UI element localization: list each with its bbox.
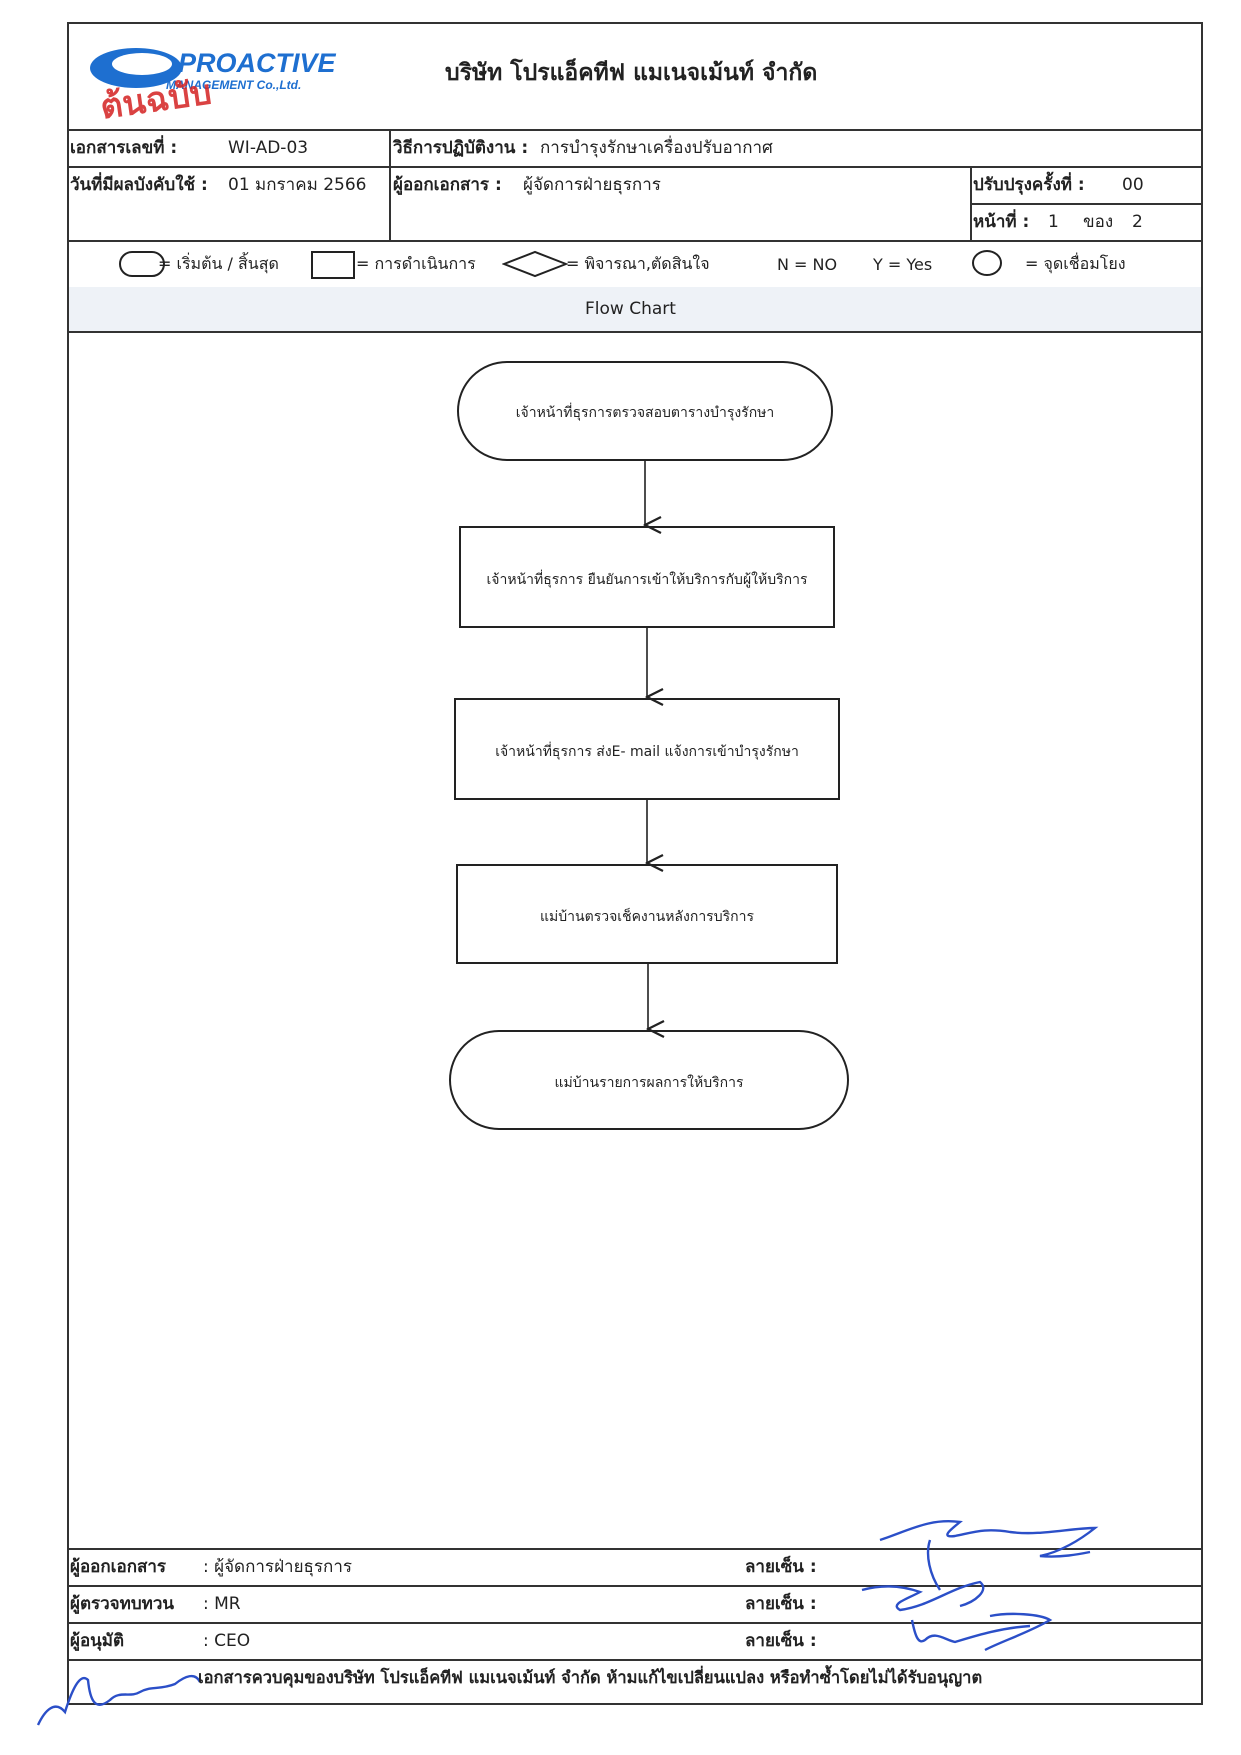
logo-subtext: MANAGEMENT Co.,Ltd. bbox=[166, 78, 302, 92]
page-label: หน้าที่ : bbox=[973, 212, 1030, 232]
legend-start-end: = เริ่มต้น / สิ้นสุด bbox=[158, 254, 279, 273]
sign-label: ลายเซ็น : bbox=[745, 1557, 817, 1577]
effective-date-label: วันที่มีผลบังคับใช้ : bbox=[70, 175, 208, 195]
logo-graphic bbox=[90, 48, 182, 88]
sign-issuer-value: : ผู้จัดการฝ่ายธุรการ bbox=[203, 1557, 353, 1577]
sign-approver-value: : CEO bbox=[203, 1631, 251, 1651]
flow-step-5-text: แม่บ้านรายการผลการให้บริการ bbox=[554, 1075, 744, 1091]
logo-swoosh bbox=[112, 53, 172, 75]
issuer-signature bbox=[879, 1520, 1099, 1558]
decision-shape bbox=[502, 250, 568, 278]
divider bbox=[67, 129, 1203, 131]
doc-no-value: WI-AD-03 bbox=[228, 138, 309, 158]
footer-notice: เอกสารควบคุมของบริษัท โปรแอ็คทีฟ แมเนจเม… bbox=[198, 1668, 983, 1687]
footer-initials-signature bbox=[36, 1674, 202, 1726]
sign-label: ลายเซ็น : bbox=[745, 1594, 817, 1614]
page-of-label: ของ bbox=[1083, 212, 1114, 232]
terminal-shape bbox=[119, 251, 165, 277]
connector-legend-icon bbox=[972, 250, 1002, 276]
sign-reviewer-label: ผู้ตรวจทบทวน bbox=[70, 1594, 175, 1614]
document-frame bbox=[67, 22, 1203, 1705]
decision-legend-icon bbox=[502, 250, 568, 278]
flow-step-2-text: เจ้าหน้าที่ธุรการ ยืนยันการเข้าให้บริการ… bbox=[486, 572, 808, 588]
procedure-label: วิธีการปฏิบัติงาน : bbox=[393, 138, 529, 158]
divider bbox=[67, 1622, 1203, 1624]
revision-label: ปรับปรุงครั้งที่ : bbox=[973, 175, 1085, 195]
logo-text: PROACTIVE bbox=[178, 48, 336, 78]
section-title: Flow Chart bbox=[585, 299, 676, 319]
procedure-value: การบำรุงรักษาเครื่องปรับอากาศ bbox=[540, 138, 773, 158]
divider bbox=[389, 129, 391, 240]
divider bbox=[970, 203, 1203, 205]
legend-connector: = จุดเชื่อมโยง bbox=[1025, 254, 1126, 273]
sign-label: ลายเซ็น : bbox=[745, 1631, 817, 1651]
sign-approver-label: ผู้อนุมัติ bbox=[70, 1631, 125, 1651]
divider bbox=[970, 166, 972, 240]
company-logo: PROACTIVE MANAGEMENT Co.,Ltd. ต้นฉบับ bbox=[86, 38, 336, 128]
process-shape bbox=[311, 251, 355, 279]
divider bbox=[67, 1548, 1203, 1550]
page-value: 1 bbox=[1048, 212, 1059, 232]
divider bbox=[67, 331, 1203, 333]
legend-decision: = พิจารณา,ตัดสินใจ bbox=[566, 254, 710, 273]
company-name: บริษัท โปรแอ็คทีฟ แมเนจเม้นท์ จำกัด bbox=[445, 60, 818, 86]
divider bbox=[67, 1585, 1203, 1587]
divider bbox=[67, 166, 1203, 168]
issuer-value: ผู้จัดการฝ่ายธุรการ bbox=[523, 175, 661, 195]
legend-yes: Y = Yes bbox=[873, 255, 933, 274]
revision-value: 00 bbox=[1122, 175, 1144, 195]
process-legend-icon bbox=[311, 251, 355, 279]
terminal-legend-icon bbox=[119, 251, 165, 277]
section-band bbox=[69, 287, 1201, 331]
sign-reviewer-value: : MR bbox=[203, 1594, 241, 1614]
issuer-label: ผู้ออกเอกสาร : bbox=[393, 175, 502, 195]
page-total: 2 bbox=[1132, 212, 1143, 232]
legend-no: N = NO bbox=[777, 255, 838, 274]
reviewer-signature bbox=[861, 1539, 985, 1612]
effective-date-value: 01 มกราคม 2566 bbox=[228, 175, 367, 195]
divider bbox=[67, 1659, 1203, 1661]
divider bbox=[67, 240, 1203, 242]
doc-no-label: เอกสารเลขที่ : bbox=[70, 138, 178, 158]
flow-step-4-text: แม่บ้านตรวจเช็คงานหลังการบริการ bbox=[540, 909, 754, 925]
flow-step-3-text: เจ้าหน้าที่ธุรการ ส่งE- mail แจ้งการเข้า… bbox=[495, 744, 799, 760]
flow-step-1-text: เจ้าหน้าที่ธุรการตรวจสอบตารางบำรุงรักษา bbox=[515, 405, 775, 421]
legend-process: = การดำเนินการ bbox=[356, 254, 476, 273]
approver-signature bbox=[910, 1612, 1053, 1652]
connector-shape bbox=[972, 250, 1002, 276]
sign-issuer-label: ผู้ออกเอกสาร bbox=[70, 1557, 167, 1577]
